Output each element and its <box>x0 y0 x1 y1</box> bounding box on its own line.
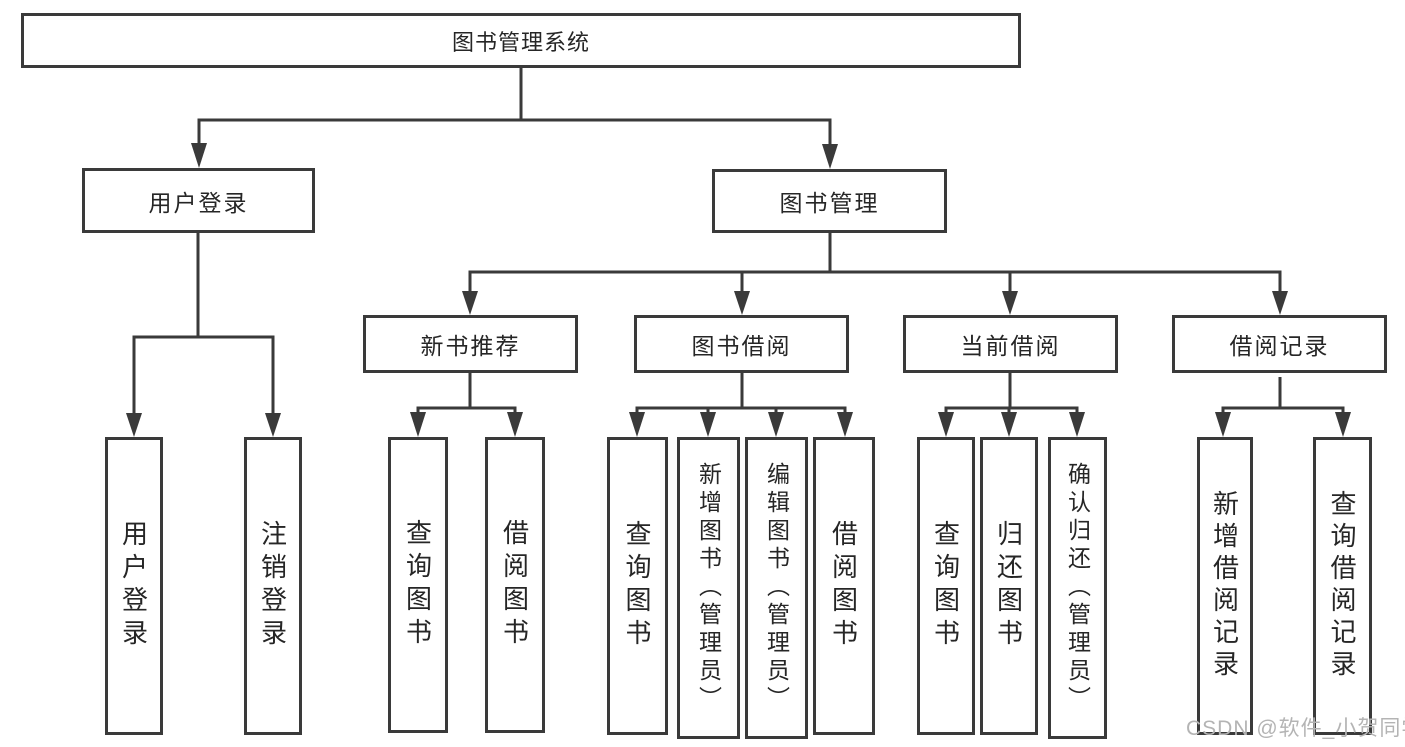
node-book-management: 图书管理 <box>712 169 947 233</box>
node-label: 新增借阅记录 <box>1209 490 1240 682</box>
node-label: 借阅图书 <box>828 520 859 652</box>
leaf-confirm-return-admin: 确认归还（管理员） <box>1048 437 1107 739</box>
leaf-add-book-admin: 新增图书（管理员） <box>677 437 740 739</box>
node-label: 查询图书 <box>402 519 433 651</box>
connector-path <box>132 68 1345 414</box>
node-label: 查询图书 <box>622 520 652 652</box>
leaf-user-login: 用户登录 <box>105 437 163 735</box>
node-new-book-recommend: 新书推荐 <box>363 315 578 373</box>
node-label: 借阅记录 <box>1229 333 1330 359</box>
leaf-query-borrow-record: 查询借阅记录 <box>1313 437 1372 735</box>
node-current-borrow: 当前借阅 <box>903 315 1118 373</box>
node-borrow-records: 借阅记录 <box>1172 315 1387 373</box>
node-library-system: 图书管理系统 <box>21 13 1021 68</box>
node-label: 图书借阅 <box>691 333 792 359</box>
node-label: 查询图书 <box>930 520 961 652</box>
node-label: 用户登录 <box>148 189 249 216</box>
arrowheads <box>126 143 1351 437</box>
node-label: 编辑图书（管理员） <box>763 462 790 714</box>
node-label: 用户登录 <box>118 520 149 652</box>
node-label: 图书管理 <box>779 190 880 216</box>
leaf-borrow-book-recommend: 借阅图书 <box>485 437 545 733</box>
leaf-query-book-current: 查询图书 <box>917 437 975 735</box>
leaf-return-book: 归还图书 <box>980 437 1038 735</box>
node-book-borrow: 图书借阅 <box>634 315 849 373</box>
node-label: 当前借阅 <box>960 333 1061 359</box>
leaf-logout-login: 注销登录 <box>244 437 302 735</box>
node-label: 注销登录 <box>257 520 288 652</box>
leaf-edit-book-admin: 编辑图书（管理员） <box>745 437 808 739</box>
leaf-add-borrow-record: 新增借阅记录 <box>1197 437 1253 735</box>
node-label: 查询借阅记录 <box>1327 490 1357 682</box>
leaf-query-book-recommend: 查询图书 <box>388 437 448 733</box>
leaf-borrow-book: 借阅图书 <box>813 437 875 735</box>
node-label: 借阅图书 <box>499 519 530 651</box>
node-label: 归还图书 <box>993 520 1024 652</box>
node-label: 确认归还（管理员） <box>1064 462 1091 714</box>
node-label: 新增图书（管理员） <box>695 462 722 714</box>
node-user-login: 用户登录 <box>82 168 315 233</box>
node-label: 新书推荐 <box>420 333 521 359</box>
node-label: 图书管理系统 <box>451 29 590 55</box>
csdn-watermark: CSDN @软件_小贺同学 <box>1186 717 1405 740</box>
leaf-query-book-borrow: 查询图书 <box>607 437 668 735</box>
